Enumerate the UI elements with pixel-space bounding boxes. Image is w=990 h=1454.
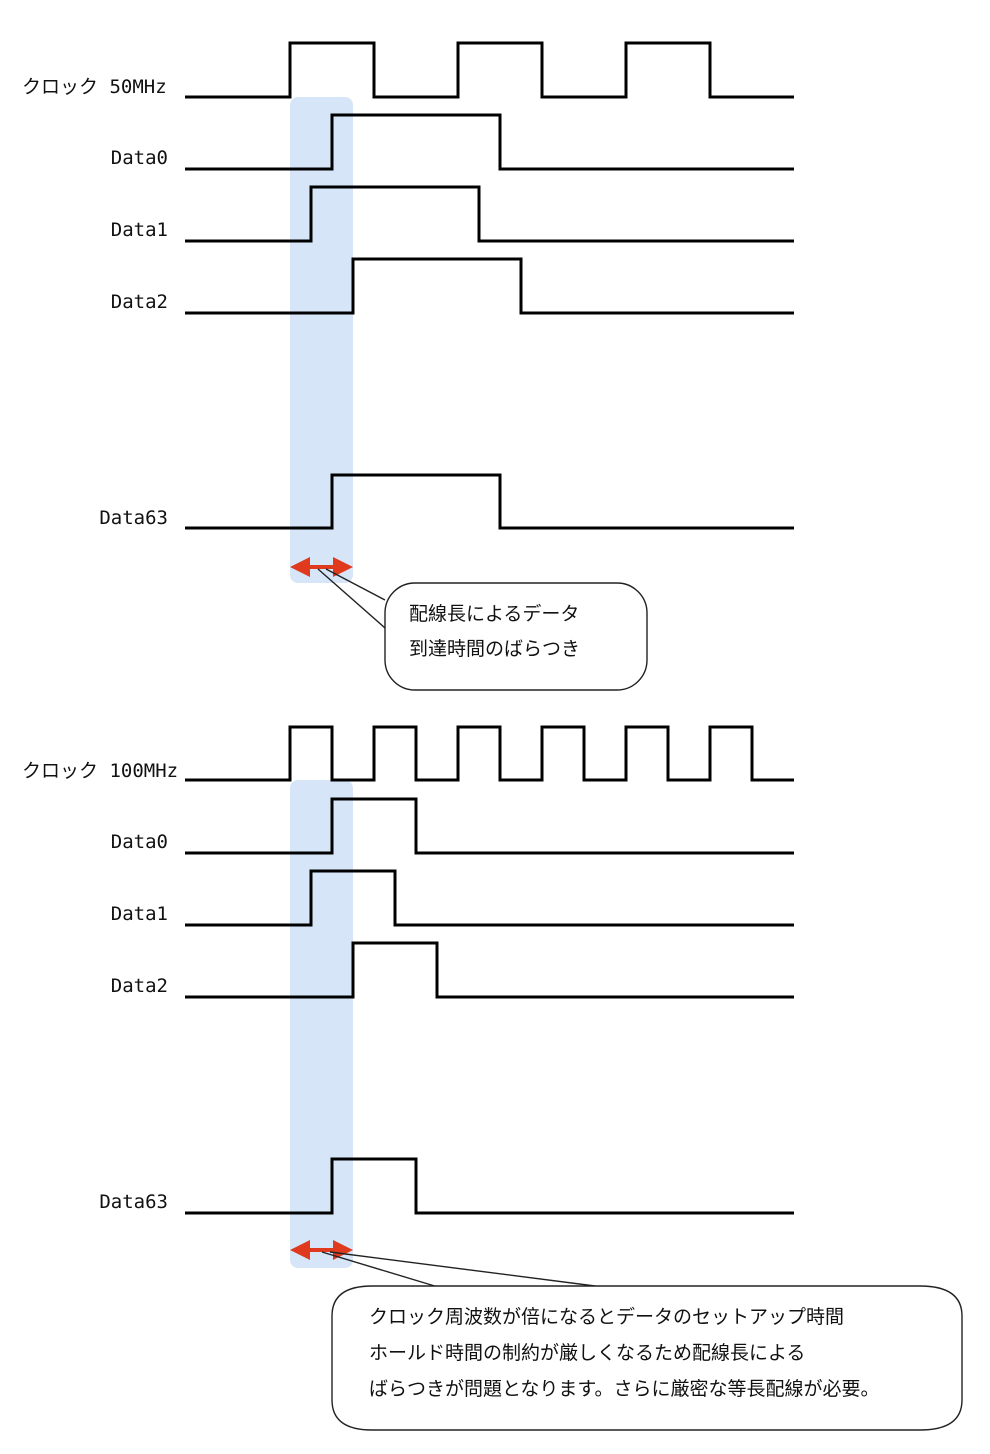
- data1-waveform: [185, 185, 794, 243]
- skew-band-50mhz: [290, 97, 353, 583]
- skew-arrow-50mhz: [290, 557, 353, 577]
- data1-waveform: [185, 869, 794, 927]
- callout-100mhz-line-2: ホールド時間の制約が厳しくなるため配線長による: [369, 1342, 805, 1364]
- callout-100mhz: [331, 1285, 963, 1431]
- data63-label: Data63: [99, 1191, 168, 1213]
- data0-waveform: [185, 797, 794, 855]
- data1-label: Data1: [111, 219, 168, 241]
- data63-waveform: [185, 473, 794, 530]
- data1-label: Data1: [111, 903, 168, 925]
- skew-band-100mhz: [290, 780, 353, 1268]
- callout-100mhz-line-3: ばらつきが問題となります。さらに厳密な等長配線が必要。: [369, 1378, 880, 1400]
- data0-label: Data0: [111, 831, 168, 853]
- data2-waveform: [185, 941, 794, 999]
- callout-100mhz-line-1: クロック周波数が倍になるとデータのセットアップ時間: [369, 1306, 844, 1328]
- clock-50mhz-waveform: [185, 41, 794, 99]
- clock-100mhz-label: クロック 100MHz: [22, 760, 178, 782]
- data0-label: Data0: [111, 147, 168, 169]
- data2-waveform: [185, 257, 794, 315]
- callout-50mhz-line-2: 到達時間のばらつき: [409, 638, 580, 660]
- clock-100mhz-waveform: [185, 725, 794, 782]
- callout-50mhz: [384, 582, 648, 691]
- data2-label: Data2: [111, 975, 168, 997]
- callout-100mhz-pointer: [321, 1251, 596, 1288]
- data0-waveform: [185, 113, 794, 171]
- skew-arrow-100mhz: [290, 1240, 353, 1260]
- callout-50mhz-line-1: 配線長によるデータ: [409, 603, 579, 625]
- data63-label: Data63: [99, 507, 168, 529]
- data2-label: Data2: [111, 291, 168, 313]
- clock-50mhz-label: クロック 50MHz: [22, 76, 167, 98]
- callout-50mhz-pointer: [317, 568, 386, 629]
- data63-waveform: [185, 1157, 794, 1215]
